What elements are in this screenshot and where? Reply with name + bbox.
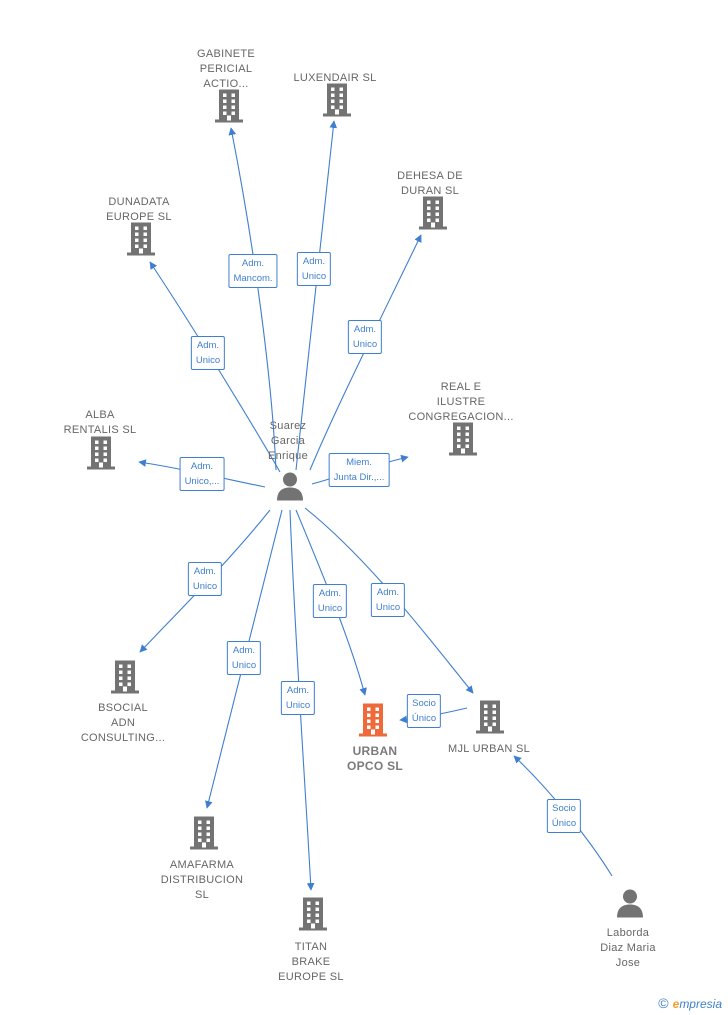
- edge-suarez-to-luxendair: [295, 120, 338, 471]
- company-building-icon[interactable]: [448, 421, 478, 462]
- edge-suarez-to-dunadata: [149, 261, 281, 473]
- edge-label-suarez-to-urban[interactable]: Adm. Unico: [312, 584, 348, 618]
- brand-initial: e: [672, 997, 680, 1011]
- edge-label-mjl-to-urban[interactable]: Socio Único: [406, 694, 442, 728]
- edge-label-laborda-to-mjl[interactable]: Socio Único: [546, 799, 582, 833]
- edge-label-suarez-to-real[interactable]: Miem. Junta Dir.,...: [328, 453, 390, 487]
- edge-label-suarez-to-dunadata[interactable]: Adm. Unico: [190, 336, 226, 370]
- node-label-laborda[interactable]: Laborda Diaz Maria Jose: [600, 927, 656, 969]
- edge-label-suarez-to-dehesa[interactable]: Adm. Unico: [347, 320, 383, 354]
- edge-suarez-to-dehesa: [309, 234, 422, 471]
- company-building-icon[interactable]: [475, 699, 505, 740]
- edge-suarez-to-gabinete: [228, 127, 277, 471]
- node-label-dunadata[interactable]: DUNADATA EUROPE SL: [106, 196, 172, 223]
- node-label-real[interactable]: REAL E ILUSTRE CONGREGACION...: [408, 381, 514, 423]
- node-label-dehesa[interactable]: DEHESA DE DURAN SL: [397, 170, 463, 197]
- edge-label-suarez-to-luxendair[interactable]: Adm. Unico: [296, 252, 332, 286]
- edge-label-suarez-to-mjl[interactable]: Adm. Unico: [370, 583, 406, 617]
- copyright-icon: ©: [658, 995, 669, 1011]
- company-building-icon[interactable]: [214, 88, 244, 129]
- company-building-icon[interactable]: [298, 896, 328, 937]
- edge-label-suarez-to-gabinete[interactable]: Adm. Mancom.: [228, 254, 278, 288]
- edge-label-suarez-to-amafarma[interactable]: Adm. Unico: [226, 641, 262, 675]
- company-building-icon[interactable]: [126, 221, 156, 262]
- node-label-bsocial[interactable]: BSOCIAL ADN CONSULTING...: [80, 702, 166, 744]
- node-label-amafarma[interactable]: AMAFARMA DISTRIBUCION SL: [160, 859, 244, 901]
- node-label-luxendair[interactable]: LUXENDAIR SL: [293, 72, 377, 84]
- node-label-gabinete[interactable]: GABINETE PERICIAL ACTIO...: [196, 48, 256, 90]
- node-label-alba[interactable]: ALBA RENTALIS SL: [63, 409, 137, 436]
- company-building-icon[interactable]: [322, 82, 352, 123]
- company-building-icon[interactable]: [189, 815, 219, 856]
- edge-label-suarez-to-titan[interactable]: Adm. Unico: [280, 681, 316, 715]
- edges-layer: [138, 120, 613, 891]
- company-building-icon[interactable]: [418, 195, 448, 236]
- person-icon[interactable]: [615, 888, 645, 923]
- company-building-icon[interactable]: [86, 435, 116, 476]
- focus-company-building-icon[interactable]: [358, 702, 388, 743]
- person-icon[interactable]: [275, 471, 305, 506]
- brand-name: mpresia: [679, 997, 722, 1011]
- empresia-watermark[interactable]: ©empresia: [658, 995, 722, 1011]
- node-label-titan[interactable]: TITAN BRAKE EUROPE SL: [278, 941, 344, 983]
- node-label-mjl[interactable]: MJL URBAN SL: [447, 743, 531, 755]
- edge-label-suarez-to-bsocial[interactable]: Adm. Unico: [187, 562, 223, 596]
- node-label-urban[interactable]: URBAN OPCO SL: [346, 744, 404, 773]
- company-building-icon[interactable]: [110, 659, 140, 700]
- edge-label-suarez-to-alba[interactable]: Adm. Unico,...: [179, 457, 225, 491]
- node-label-suarez[interactable]: Suarez Garcia Enrique: [267, 420, 309, 462]
